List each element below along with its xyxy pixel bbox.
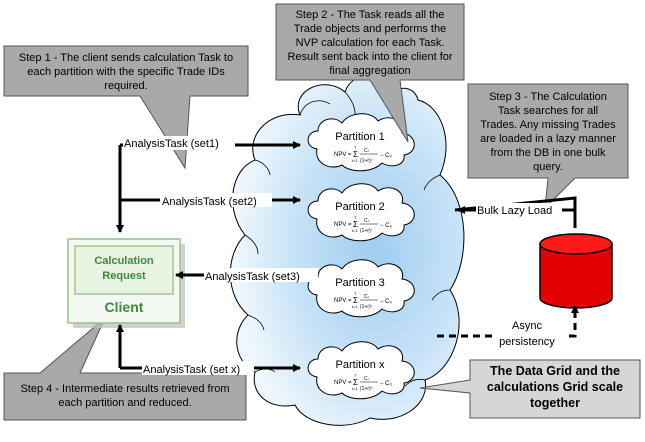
npv-formula-part: Cₜ [364, 294, 370, 300]
partition-px: Partition x NPV =ΣTt=1 Cₜ (1+r)ᵗ − C₀ [307, 341, 415, 400]
npv-formula-part: NPV = [334, 298, 352, 304]
npv-formula-part: (1+r)ᵗ [360, 386, 372, 392]
step2-line: NVP calculation for each Task. [296, 37, 445, 49]
npv-formula-part: − C₀ [380, 153, 393, 159]
step2-line: Step 2 - The Task reads all the [296, 9, 445, 21]
callout-step3: Step 3 - The Calculation Task searches f… [467, 83, 629, 210]
async-persistency-connector: Async persistency [437, 305, 579, 348]
npv-formula-part: Cₜ [364, 218, 370, 224]
npv-formula-part: t=1 [352, 158, 358, 163]
npv-formula-part: NPV = [334, 222, 352, 228]
client-box: Calculation Request Client [67, 238, 185, 328]
calculation-request-label: Calculation [94, 255, 154, 267]
client-label: Client [105, 299, 144, 315]
scale-together-banner: The Data Grid and the calculations Grid … [419, 359, 641, 419]
npv-formula-part: − C₀ [380, 223, 393, 229]
bulk-lazy-load-label: Bulk Lazy Load [477, 205, 552, 217]
npv-formula-part: Σ [353, 150, 358, 159]
npv-formula-part: Σ [353, 378, 358, 387]
npv-formula-part: t=1 [352, 228, 358, 233]
step1-line: Step 1 - The client sends calculation Ta… [19, 52, 233, 64]
task-label-set2: AnalysisTask (set2) [162, 196, 257, 208]
step1-line: required. [104, 80, 147, 92]
step2-line: final aggregation [329, 65, 410, 77]
step3-line: Task searches for all [498, 105, 598, 117]
npv-formula-part: T [354, 215, 357, 220]
npv-formula-part: T [354, 291, 357, 296]
npv-formula-part: NPV = [334, 152, 352, 158]
npv-formula-part: (1+r)ᵗ [360, 304, 372, 310]
database-icon [539, 233, 613, 309]
partition-p3: Partition 3 NPV =ΣTt=1 Cₜ (1+r)ᵗ − C₀ [307, 259, 415, 318]
partition-p2: Partition 2 NPV =ΣTt=1 Cₜ (1+r)ᵗ − C₀ [307, 183, 415, 242]
step3-line: are loaded in a lazy manner [480, 133, 616, 145]
npv-formula-part: T [354, 373, 357, 378]
banner-line: The Data Grid and the [490, 364, 620, 378]
step1-line: each partition with the specific Trade I… [27, 66, 225, 78]
step3-line: from the DB in one bulk [491, 147, 606, 159]
bulk-lazy-load-connector: Bulk Lazy Load [454, 196, 577, 228]
npv-formula-part: t=1 [352, 386, 358, 391]
npv-formula-part: (1+r)ᵗ [360, 158, 372, 164]
npv-formula-part: NPV = [334, 380, 352, 386]
data-grid-cloud [229, 75, 465, 426]
step3-line: query. [533, 161, 563, 173]
npv-formula-part: Cₜ [364, 148, 370, 154]
task-label-set1: AnalysisTask (set1) [124, 138, 219, 150]
npv-formula-part: T [354, 145, 357, 150]
task-label-setx: AnalysisTask (set x) [143, 364, 240, 376]
partition-label: Partition 1 [335, 131, 385, 143]
npv-formula-part: − C₀ [380, 381, 393, 387]
step4-line: each partition and reduced. [58, 397, 191, 409]
npv-formula-part: Σ [353, 220, 358, 229]
banner-line: calculations Grid scale [487, 380, 623, 394]
calculation-request-label: Request [102, 270, 146, 282]
callout-step2: Step 2 - The Task reads all the Trade ob… [275, 3, 465, 143]
partition-label: Partition 2 [335, 201, 385, 213]
task-label-set3: AnalysisTask (set3) [205, 271, 300, 283]
npv-formula-part: Cₜ [364, 376, 370, 382]
step2-line: Trade objects and performs the [294, 23, 446, 35]
step3-line: Step 3 - The Calculation [489, 91, 607, 103]
step4-line: Step 4 - Intermediate results retrieved … [20, 383, 229, 395]
partition-label: Partition x [336, 359, 385, 371]
npv-formula-part: t=1 [352, 304, 358, 309]
npv-formula-part: − C₀ [380, 299, 393, 305]
banner-line: together [530, 396, 580, 410]
callout-step4: Step 4 - Intermediate results retrieved … [3, 317, 247, 421]
partition-label: Partition 3 [335, 277, 385, 289]
step3-line: Trades. Any missing Trades [480, 119, 616, 131]
async-label: persistency [499, 336, 555, 348]
npv-formula-part: Σ [353, 296, 358, 305]
step2-line: Result sent back into the client for [287, 51, 452, 63]
async-label: Async [512, 320, 542, 332]
npv-formula-part: (1+r)ᵗ [360, 228, 372, 234]
